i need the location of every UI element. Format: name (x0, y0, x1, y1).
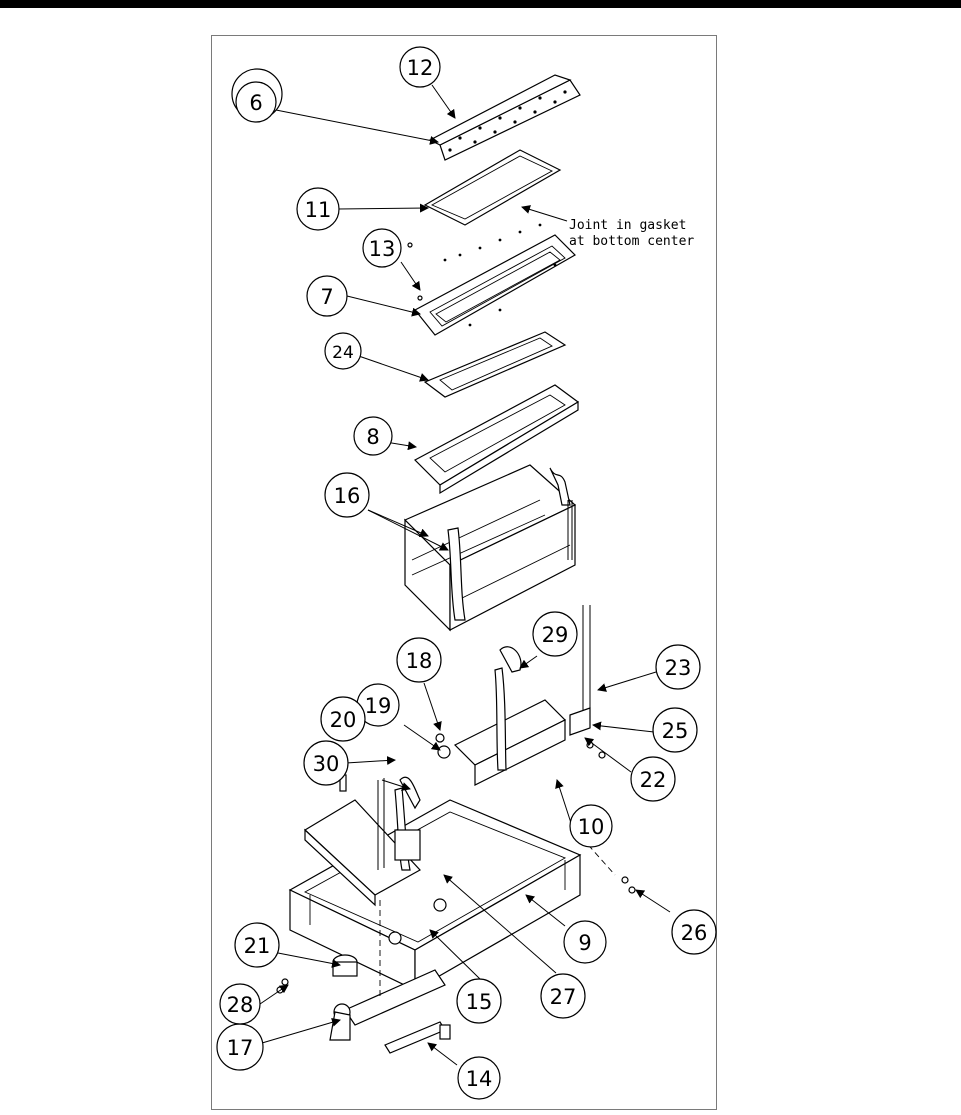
figure-frame (211, 35, 717, 1110)
svg-text:9: 9 (578, 931, 591, 955)
callout-balloon-12: 12 (399, 46, 441, 88)
part-hanger-29 (494, 646, 522, 771)
part-gasket-24 (423, 331, 567, 398)
svg-text:14: 14 (466, 1067, 493, 1091)
part-strap-14 (384, 1021, 446, 1054)
top-rule (0, 0, 961, 8)
svg-text:28: 28 (227, 993, 254, 1017)
svg-text:26: 26 (681, 921, 708, 945)
note-line-2: at bottom center (569, 234, 694, 249)
svg-text:20: 20 (330, 708, 357, 732)
part-hub-21 (332, 954, 358, 977)
svg-text:16: 16 (334, 484, 361, 508)
callout-balloon-18: 18 (396, 637, 442, 683)
svg-text:18: 18 (406, 649, 433, 673)
svg-text:11: 11 (305, 198, 332, 222)
svg-text:10: 10 (578, 815, 605, 839)
svg-text:12: 12 (407, 56, 434, 80)
svg-text:27: 27 (550, 985, 577, 1009)
callout-balloon-30: 30 (303, 740, 349, 786)
part-side-bracket (304, 774, 421, 907)
callout-balloon-25: 25 (652, 707, 698, 753)
svg-text:24: 24 (332, 343, 354, 363)
svg-text:8: 8 (366, 425, 379, 449)
callout-balloon-21: 21 (234, 922, 280, 968)
callout-balloon-15: 15 (456, 978, 502, 1024)
callout-balloon-20: 20 (320, 696, 366, 742)
svg-text:19: 19 (365, 694, 392, 718)
svg-text:29: 29 (542, 623, 569, 647)
callout-balloon-24: 24 (324, 332, 362, 370)
part-element-box-16 (403, 464, 577, 632)
callout-balloon-28: 28 (219, 983, 261, 1025)
svg-text:13: 13 (369, 237, 396, 261)
callout-balloon-26: 26 (671, 909, 717, 955)
part-gasket-11 (423, 149, 562, 226)
note-line-1: Joint in gasket (569, 218, 686, 233)
svg-text:25: 25 (662, 719, 689, 743)
callout-balloon-7: 7 (306, 275, 348, 317)
svg-text:15: 15 (466, 990, 493, 1014)
part-frame-7 (414, 223, 576, 336)
callout-balloon-23: 23 (655, 644, 701, 690)
svg-text:21: 21 (244, 934, 271, 958)
part-frame-8 (414, 384, 580, 495)
callout-balloon-11: 11 (296, 187, 340, 231)
callout-balloon-8: 8 (353, 416, 393, 456)
gasket-joint-note: Joint in gasket at bottom center (569, 218, 694, 249)
callout-balloon-22: 22 (630, 756, 676, 802)
part-hanger-30 (394, 776, 421, 871)
callout-balloon-19: 19 (356, 683, 400, 727)
callout-balloon-27: 27 (540, 973, 586, 1019)
part-bracket-23 (569, 605, 591, 736)
callout-balloon-16: 16 (324, 472, 370, 518)
callout-balloon-6: 6 (235, 81, 277, 123)
svg-text:6: 6 (249, 91, 262, 115)
callout-balloon-17: 17 (216, 1023, 264, 1071)
part-rear-rail (453, 699, 567, 786)
svg-text:7: 7 (320, 285, 333, 309)
callout-balloon-14: 14 (457, 1056, 501, 1100)
part-cover-plate-6 (428, 74, 581, 161)
svg-text:23: 23 (665, 656, 692, 680)
svg-text:30: 30 (313, 752, 340, 776)
callout-balloon-29: 29 (532, 611, 578, 657)
svg-text:17: 17 (227, 1036, 254, 1060)
svg-text:22: 22 (640, 768, 667, 792)
callout-balloon-10: 10 (569, 804, 613, 848)
callout-balloon-13: 13 (362, 228, 402, 268)
callout-balloon-9: 9 (563, 920, 607, 964)
